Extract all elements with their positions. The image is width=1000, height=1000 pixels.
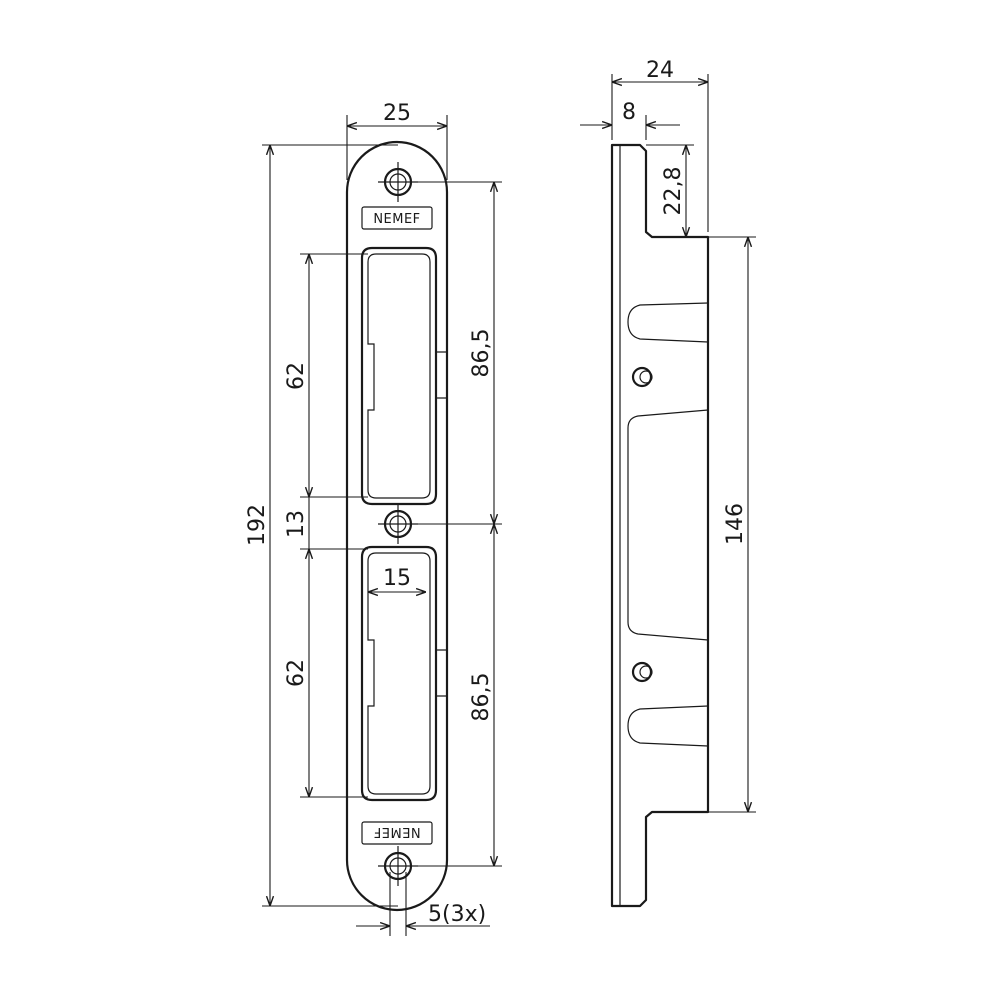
- dim-label-overall-length: 192: [245, 504, 270, 546]
- dim-label-profile-body-length: 146: [723, 503, 748, 545]
- dim-hole-size: 5(3x): [356, 872, 490, 936]
- cutout-lower: [360, 545, 447, 802]
- brand-label-top: NEMEF: [373, 212, 420, 227]
- dim-label-cutout-lower: 62: [284, 659, 309, 687]
- dim-label-hole-size: 5(3x): [428, 902, 486, 927]
- dim-cutout-gap: 13: [284, 497, 368, 550]
- dim-cutout-length-lower: 62: [284, 549, 368, 798]
- front-view: NEMEF NEMEF: [345, 140, 449, 912]
- dim-label-profile-flange: 8: [622, 100, 636, 125]
- dim-label-cutout-width: 15: [383, 566, 411, 591]
- dim-label-hole-pitch-lower: 86,5: [469, 673, 494, 722]
- dim-label-plate-width: 25: [383, 101, 411, 126]
- plate-outline: [345, 140, 449, 912]
- brand-mark-bottom: NEMEF: [361, 821, 433, 845]
- dim-label-profile-top-offset: 22,8: [661, 167, 686, 216]
- dim-hole-pitch: 86,5 86,5: [411, 181, 502, 867]
- dim-label-profile-width: 24: [646, 58, 674, 83]
- brand-mark-top: NEMEF: [361, 206, 433, 230]
- side-view: [610, 143, 710, 908]
- cutout-upper: [360, 246, 447, 506]
- dim-label-cutout-upper: 62: [284, 362, 309, 390]
- screw-hole-bottom: [378, 846, 418, 886]
- profile-screw-upper: [631, 366, 653, 388]
- dim-overall-length: 192: [245, 144, 398, 907]
- dim-label-cutout-gap: 13: [284, 510, 309, 538]
- profile-outline: [610, 143, 710, 908]
- profile-tab-upper: [627, 302, 709, 343]
- dim-profile-flange: 8: [580, 100, 680, 140]
- dim-cutout-width: 15: [368, 566, 426, 592]
- brand-label-bottom: NEMEF: [373, 824, 420, 839]
- dim-plate-width: 25: [346, 101, 448, 180]
- dim-profile-top-offset: 22,8: [646, 144, 694, 237]
- profile-screw-lower: [631, 661, 653, 683]
- dim-cutout-length-upper: 62: [284, 253, 368, 498]
- profile-tab-lower: [627, 705, 709, 747]
- dim-profile-body-length: 146: [708, 236, 756, 813]
- dim-label-hole-pitch-upper: 86,5: [469, 329, 494, 378]
- dim-profile-width: 24: [611, 58, 709, 232]
- profile-opening: [627, 409, 709, 641]
